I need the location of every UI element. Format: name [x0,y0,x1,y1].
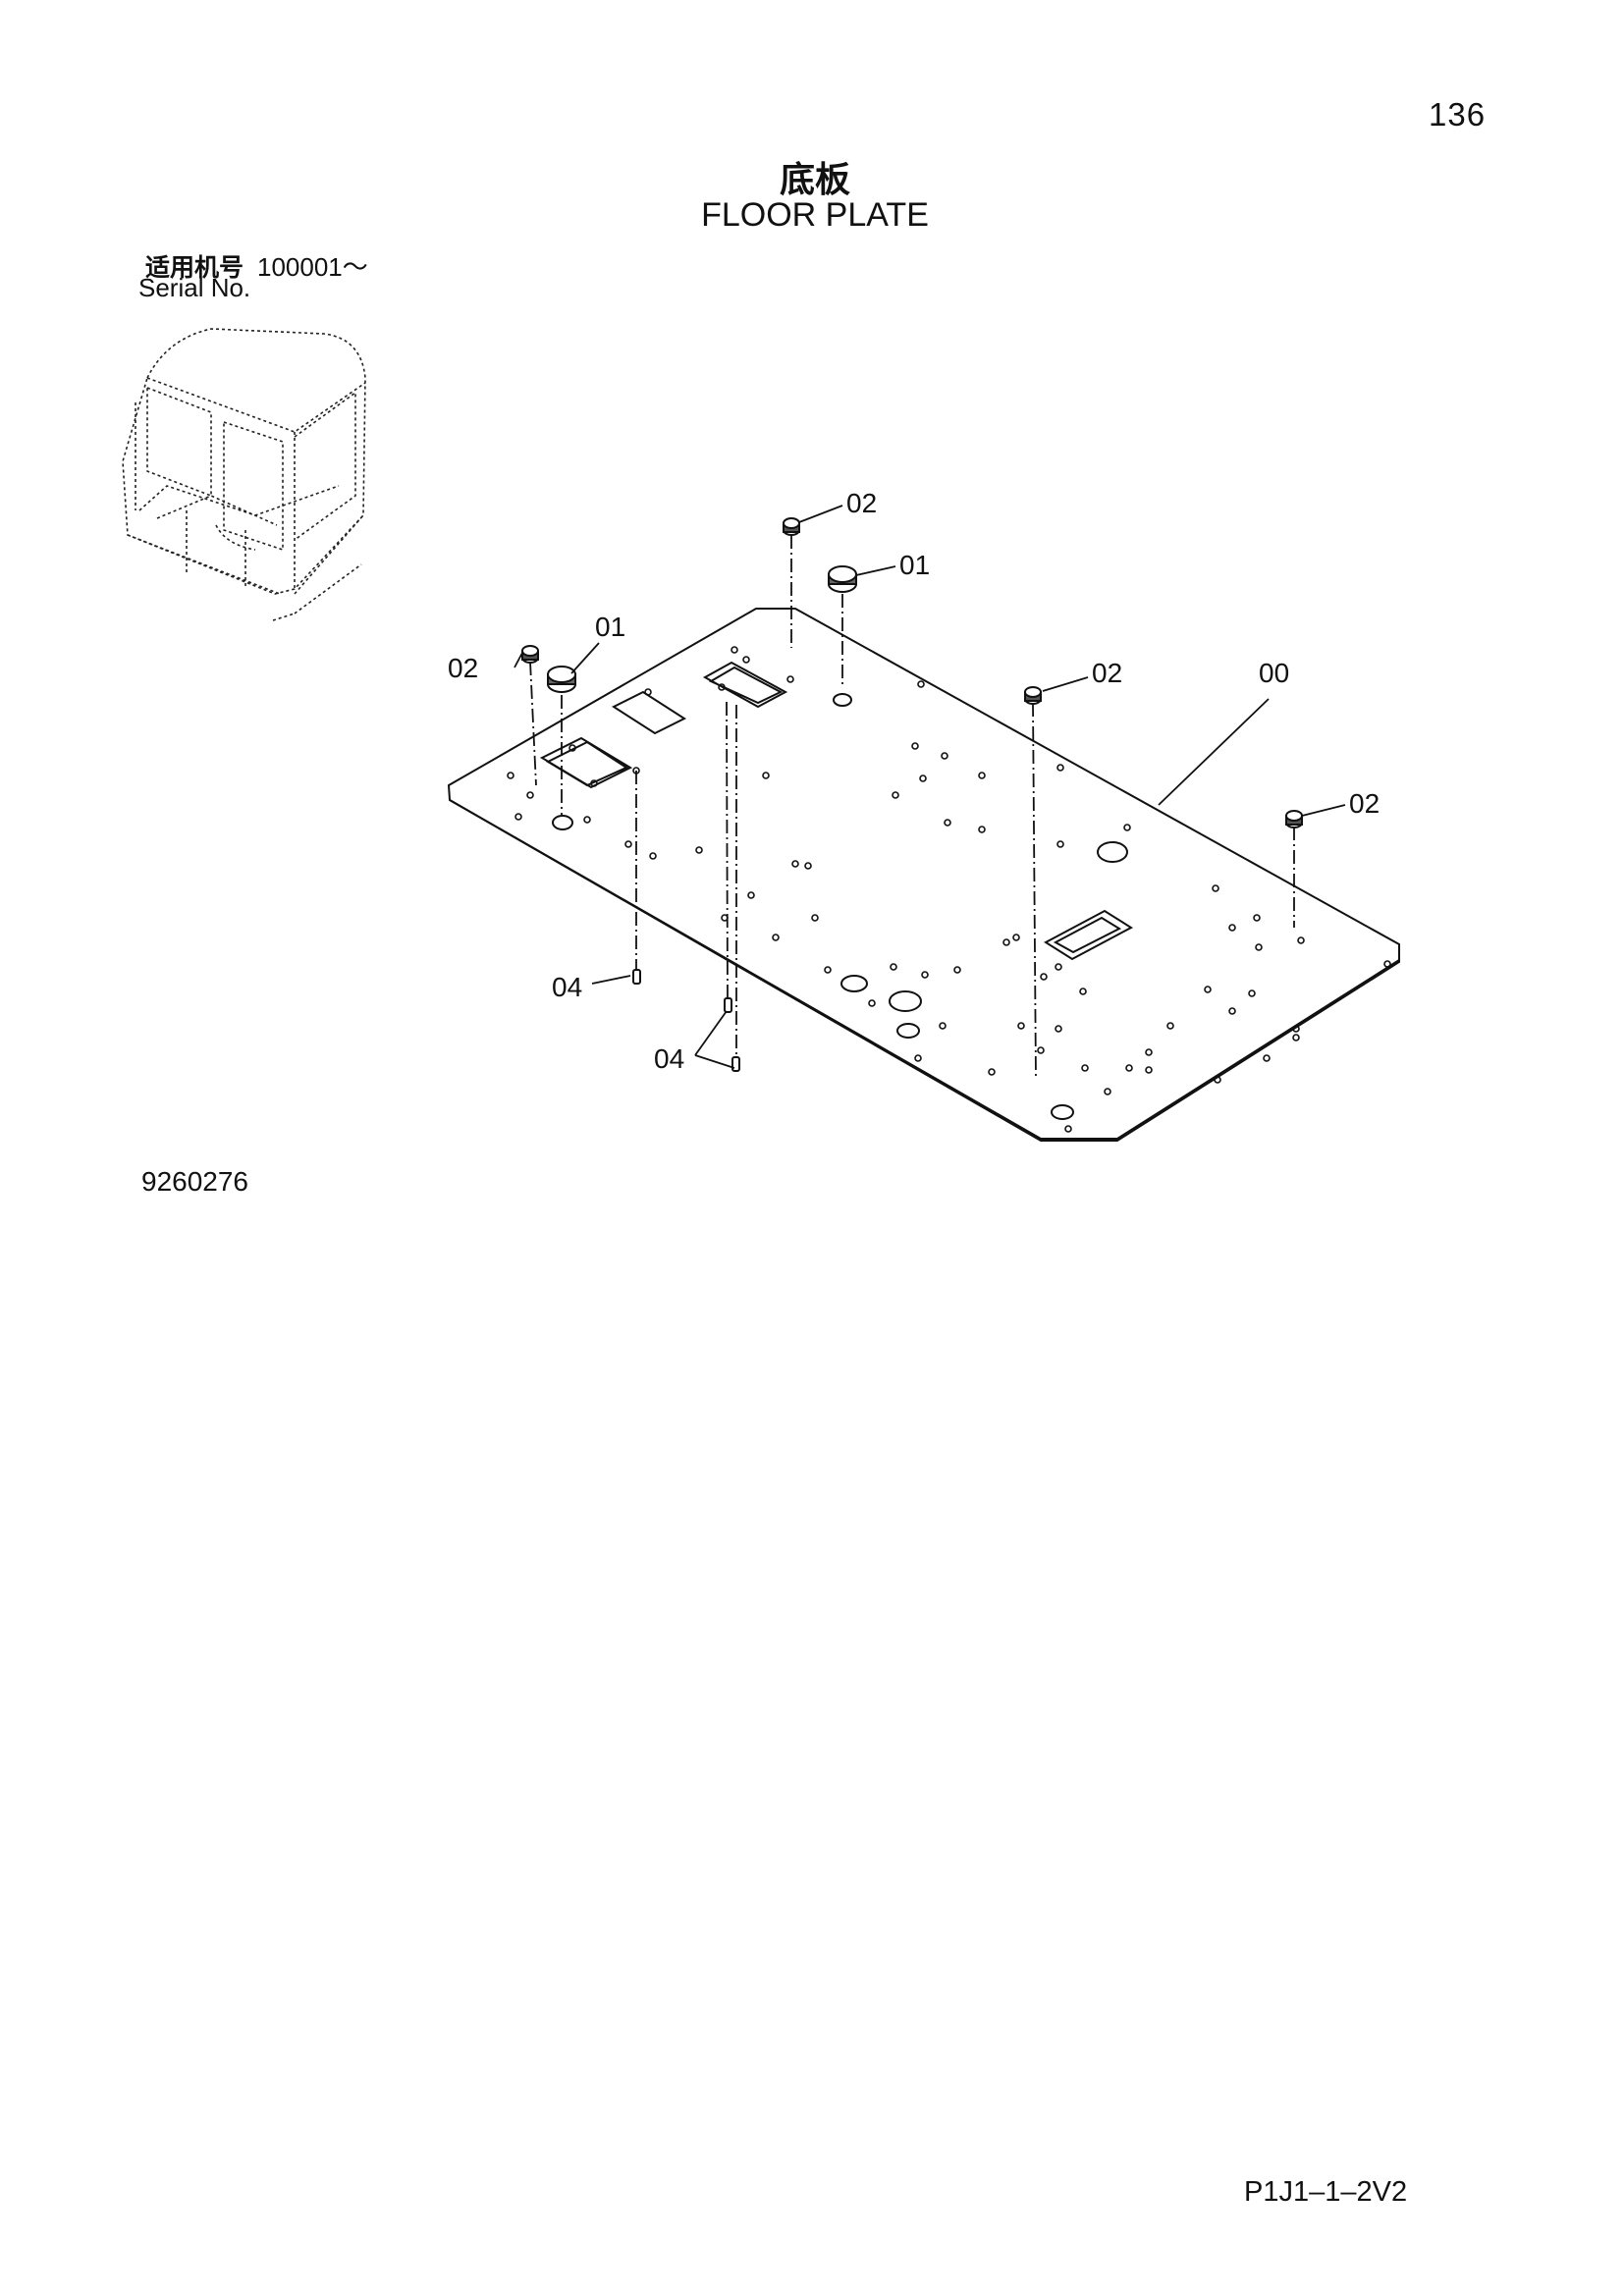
bolt-parts [632,969,740,1072]
callout-04-left: 04 [552,972,582,1002]
serial-range: 100001～ [257,252,368,282]
cap-02-mid [1024,686,1042,705]
serial-label-chinese: 适用机号 [145,253,244,282]
assembly-centerlines [529,535,1295,1081]
cap-small-parts [521,517,1303,828]
callout-01-top: 01 [899,550,930,580]
cap-01-top [828,565,857,593]
plate-holes [507,646,1391,1133]
callout-02-top: 02 [846,488,877,518]
cap-02-right [1285,810,1303,828]
serial-label-english: Serial No. [138,273,251,302]
drawing-number: 9260276 [141,1166,249,1197]
floor-plate [447,608,1400,1142]
cap-02-left [521,645,539,664]
callout-01-left: 01 [595,612,625,642]
callout-02-left: 02 [448,653,478,683]
cap-02-top [783,517,800,536]
page-title-english: FLOOR PLATE [701,196,929,234]
page-title-chinese: 底板 [779,160,850,200]
cab-thumbnail [122,328,366,621]
bolt-04-center-a [724,997,732,1013]
callout-04-center: 04 [654,1043,684,1074]
page-number: 136 [1429,96,1487,133]
cap-01-left [547,666,576,693]
callout-02-right: 02 [1349,788,1380,819]
cap-large-parts [547,565,857,693]
leader-lines [514,505,1346,1069]
callout-02-mid: 02 [1092,658,1122,688]
page-code: P1J1–1–2V2 [1244,2176,1408,2208]
callout-00: 00 [1259,658,1289,688]
